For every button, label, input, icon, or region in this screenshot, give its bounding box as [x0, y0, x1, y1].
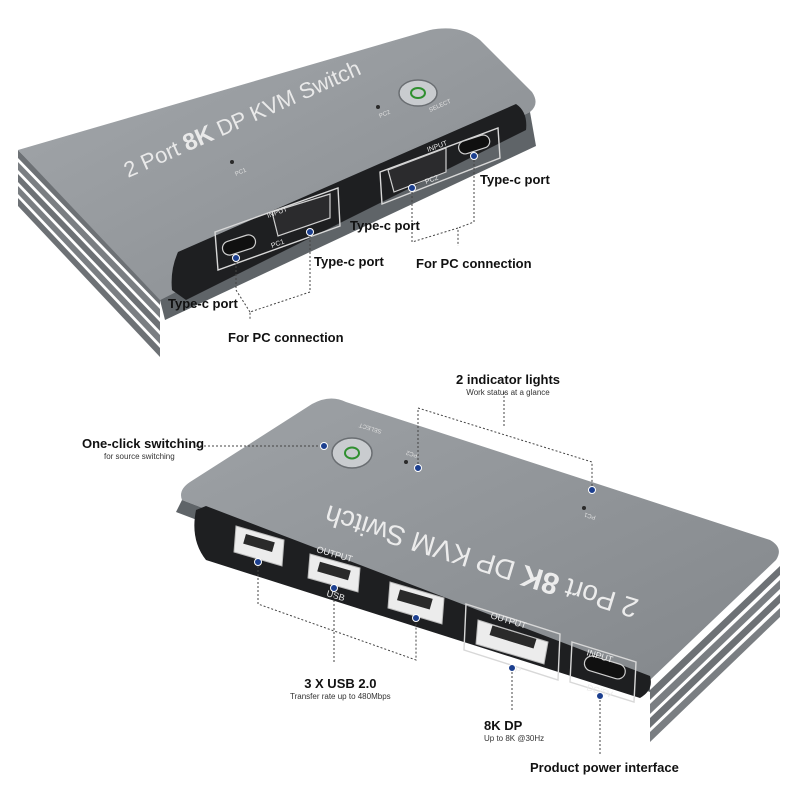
- callout-8k-dp-sub: Up to 8K @30Hz: [484, 734, 545, 743]
- bottom-led-pc1-label: PC1: [583, 510, 597, 519]
- top-select-button[interactable]: [398, 79, 438, 107]
- top-callout-dot-3: [408, 184, 416, 192]
- callout-usb: 3 X USB 2.0 Transfer rate up to 480Mbps: [290, 676, 391, 701]
- callout-power-interface: Product power interface: [530, 760, 679, 775]
- callout-8k-dp-title: 8K DP: [484, 718, 523, 733]
- bottom-dot-dp: [508, 664, 516, 672]
- bottom-usb-port-2: [307, 553, 361, 593]
- bottom-dot-led-pc2: [414, 464, 422, 472]
- callout-typec-port-mid-title: Type-c port: [350, 218, 420, 233]
- bottom-kvm-switch: 2 Port 8K DP KVM Switch SELECT PC2 PC1 O…: [176, 392, 780, 754]
- bottom-dot-led-pc1: [588, 486, 596, 494]
- bottom-dp-group: [463, 603, 561, 681]
- callout-indicator-lights-sub: Work status at a glance: [466, 388, 550, 397]
- top-port-group-1: [214, 187, 341, 271]
- callout-8k-dp: 8K DP Up to 8K @30Hz: [484, 718, 544, 743]
- top-typec-port-1: [221, 234, 257, 256]
- bottom-usb-port-3: [387, 581, 445, 625]
- bottom-usb-label: USB: [325, 588, 346, 603]
- callout-typec-port-right: Type-c port: [480, 172, 550, 187]
- top-group2-pc-label: PC2: [424, 175, 439, 186]
- top-callout-dot-2: [306, 228, 314, 236]
- bottom-led-pc1: [582, 506, 586, 510]
- bottom-led-pc2: [404, 460, 408, 464]
- bottom-dot-select: [320, 442, 328, 450]
- top-input-port-1: [271, 193, 331, 237]
- callout-typec-port-left-1: Type-c port: [168, 296, 238, 311]
- top-led-pc2-label: PC2: [378, 109, 392, 119]
- bottom-power-typec-port: [583, 655, 626, 680]
- callout-typec-port-mid: Type-c port: [350, 218, 420, 233]
- callout-one-click-switching-title: One-click switching: [82, 436, 205, 451]
- top-group1-pc-label: PC1: [270, 239, 285, 250]
- callout-typec-port-left-2: Type-c port: [314, 254, 384, 269]
- top-port-group-2: [379, 127, 501, 206]
- callout-typec-port-left-1-title: Type-c port: [168, 296, 238, 311]
- bottom-dot-usb-3: [412, 614, 420, 622]
- top-leader-lines: [235, 160, 475, 320]
- top-led-pc1-label: PC1: [234, 167, 248, 177]
- bottom-side-ribs: [650, 566, 780, 742]
- bottom-usb-port-1: [233, 525, 285, 567]
- bottom-device-face: [181, 398, 779, 680]
- top-input-port-2: [387, 147, 447, 193]
- bottom-dot-usb-1: [254, 558, 262, 566]
- top-led-pc2: [376, 105, 380, 109]
- top-led-pc1: [230, 160, 234, 164]
- bottom-leader-lines: [196, 392, 601, 754]
- bottom-dot-power: [596, 692, 604, 700]
- bottom-led-pc2-label: PC2: [405, 448, 419, 457]
- top-typec-port-2: [458, 134, 491, 155]
- callout-pc-connection-left: For PC connection: [228, 330, 344, 345]
- callout-one-click-switching: One-click switching for source switching: [82, 436, 204, 461]
- top-kvm-switch: 2 Port 8K DP KVM Switch PC1 PC2 SELECT I…: [18, 28, 536, 357]
- callout-usb-sub: Transfer rate up to 480Mbps: [290, 692, 391, 701]
- top-side-ribs: [18, 150, 160, 357]
- bottom-dp-port-slot: [489, 625, 537, 649]
- callout-one-click-switching-sub: for source switching: [104, 452, 175, 461]
- callout-typec-port-left-2-title: Type-c port: [314, 254, 384, 269]
- callout-power-interface-title: Product power interface: [530, 760, 679, 775]
- callout-typec-port-right-title: Type-c port: [480, 172, 550, 187]
- top-callout-dot-4: [470, 152, 478, 160]
- bottom-select-button[interactable]: [331, 437, 373, 469]
- bottom-power-group: [569, 641, 637, 703]
- callout-indicator-lights: 2 indicator lights Work status at a glan…: [456, 372, 560, 397]
- callout-pc-connection-left-title: For PC connection: [228, 330, 344, 345]
- top-callout-dot-1: [232, 254, 240, 262]
- callout-usb-title: 3 X USB 2.0: [304, 676, 377, 691]
- bottom-dot-usb-2: [330, 584, 338, 592]
- callout-indicator-lights-title: 2 indicator lights: [456, 372, 561, 387]
- callout-pc-connection-right: For PC connection: [416, 256, 532, 271]
- callout-pc-connection-right-title: For PC connection: [416, 256, 532, 271]
